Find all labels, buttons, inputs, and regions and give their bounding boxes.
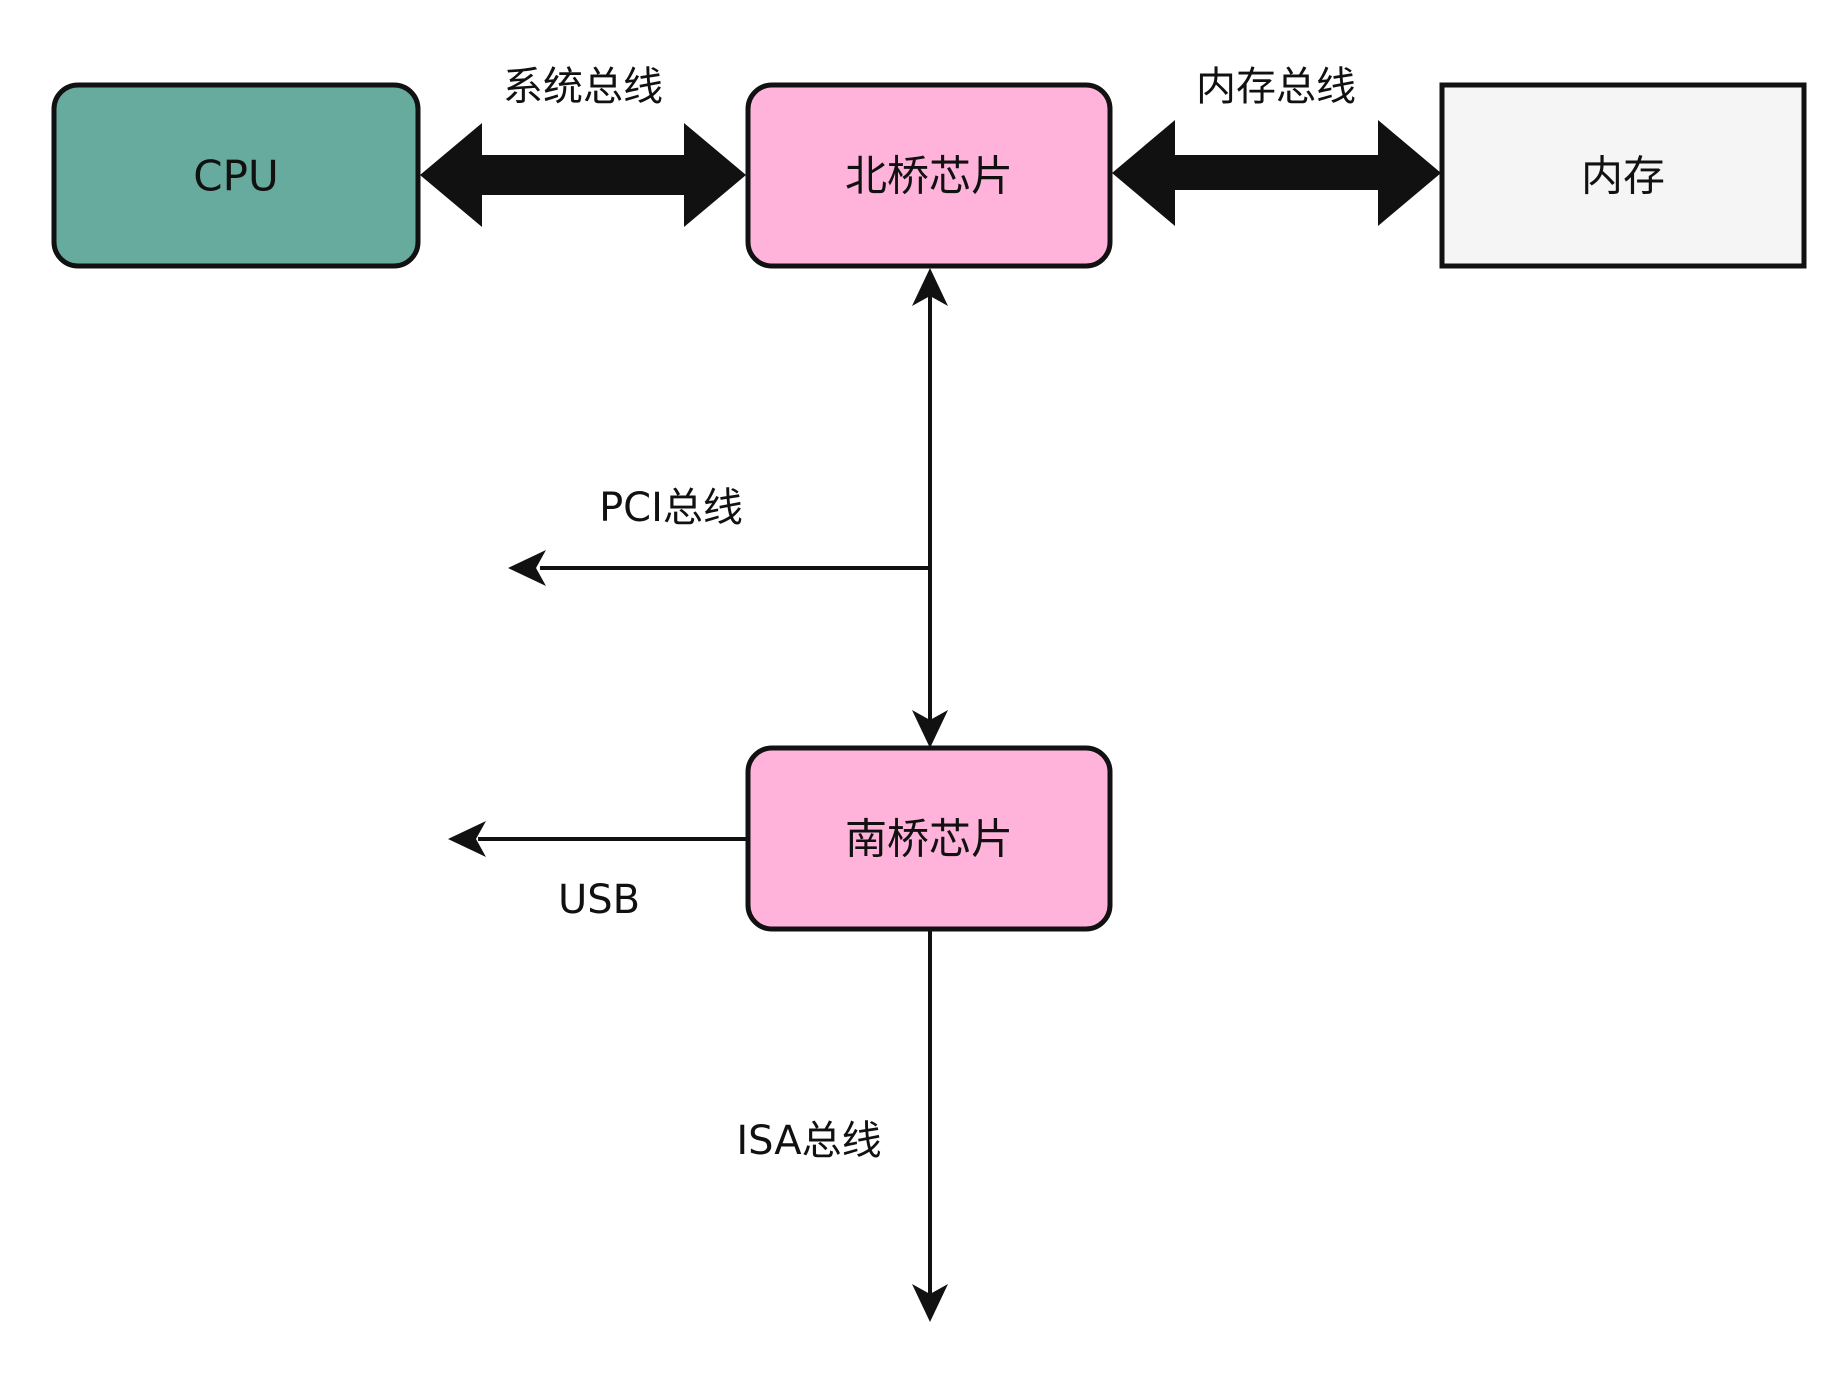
- usb-arrowhead: [448, 821, 486, 857]
- cpu-node: CPU: [51, 82, 421, 269]
- southbridge-label: 南桥芯片: [845, 815, 1013, 864]
- pci-bus-label: PCI总线: [599, 485, 743, 531]
- northbridge-box: [745, 82, 1113, 269]
- pci-bus-arrowhead: [508, 550, 546, 586]
- memory-label: 内存: [1581, 152, 1665, 201]
- usb-label: USB: [558, 877, 640, 923]
- system-bus-arrow: [420, 123, 746, 227]
- memory-bus-arrow: [1112, 120, 1441, 226]
- northbridge-label: 北桥芯片: [845, 152, 1013, 201]
- isa-bus-label: ISA总线: [736, 1118, 881, 1164]
- southbridge-box: [745, 745, 1113, 932]
- cpu-box: [51, 82, 421, 269]
- system-bus-label: 系统总线: [503, 64, 663, 110]
- isa-bus-arrowhead: [912, 1284, 948, 1322]
- cpu-label: CPU: [193, 152, 278, 201]
- memory-node: 内存: [1439, 82, 1807, 269]
- north-south-arrowhead-up: [912, 268, 948, 306]
- memory-bus-label: 内存总线: [1196, 64, 1356, 110]
- north-south-arrowhead-down: [912, 710, 948, 748]
- northbridge-node: 北桥芯片: [745, 82, 1113, 269]
- southbridge-node: 南桥芯片: [745, 745, 1113, 932]
- memory-box: [1439, 82, 1807, 269]
